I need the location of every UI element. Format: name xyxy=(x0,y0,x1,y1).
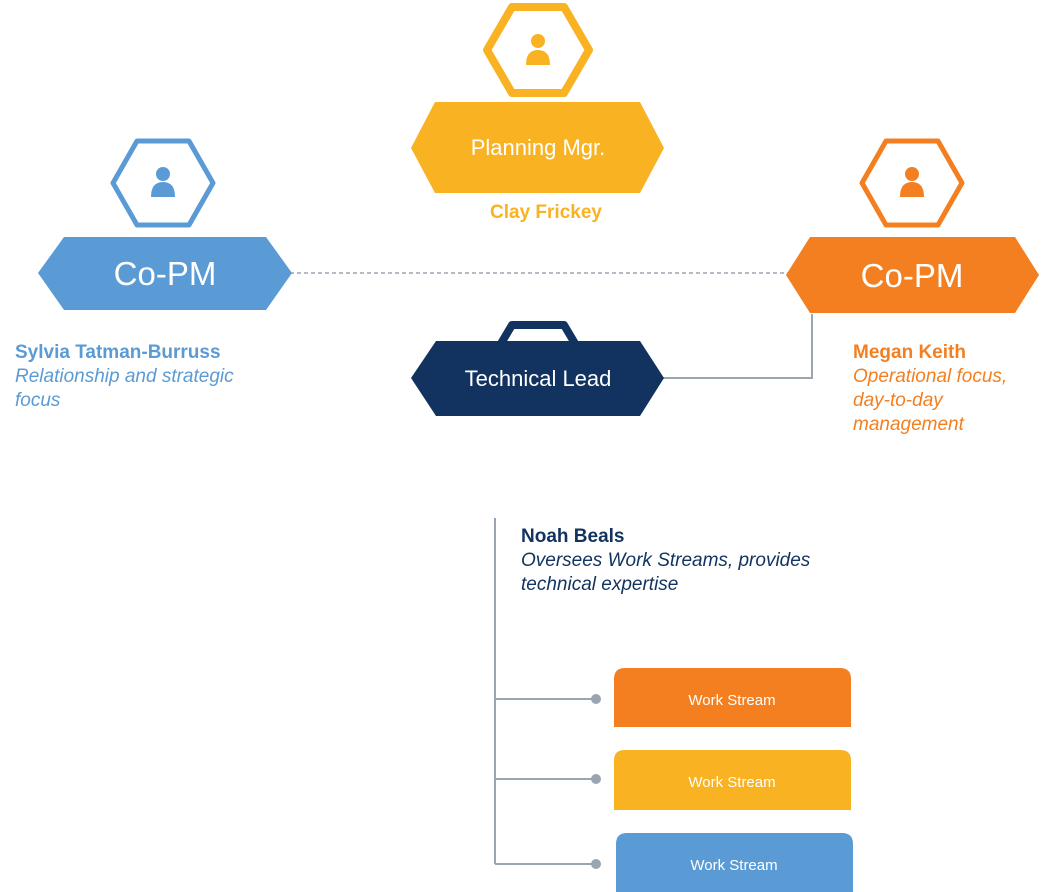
role-description-line: management xyxy=(853,414,964,435)
co-pm-right-node: Co-PM xyxy=(786,138,1039,313)
hexagon-outline xyxy=(110,138,216,228)
work-stream-box: Work Stream xyxy=(614,750,851,810)
role-description-line: Operational focus, xyxy=(853,366,1008,387)
role-description-line: Oversees Work Streams, provides xyxy=(521,550,811,571)
work-stream-label: Work Stream xyxy=(688,692,775,709)
work-stream-label: Work Stream xyxy=(690,857,777,874)
technical-lead-node: Technical Lead xyxy=(411,321,664,416)
connector-dot xyxy=(591,694,601,704)
role-banner xyxy=(786,237,1039,313)
work-stream-label: Work Stream xyxy=(688,774,775,791)
role-title: Co-PM xyxy=(114,255,217,292)
role-description-line: day-to-day xyxy=(853,390,943,411)
role-banner xyxy=(411,102,664,193)
role-description-line: focus xyxy=(15,390,61,411)
connector-dot xyxy=(591,859,601,869)
hexagon-outline xyxy=(859,138,965,228)
person-icon xyxy=(900,167,924,197)
person-name: Sylvia Tatman-Burruss xyxy=(15,342,221,363)
co-pm-left-info: Sylvia Tatman-Burruss Relationship and s… xyxy=(15,341,305,413)
role-banner xyxy=(411,341,664,416)
person-icon xyxy=(151,167,175,197)
co-pm-left-node: Co-PM xyxy=(38,138,292,310)
role-banner xyxy=(38,237,292,310)
person-name: Noah Beals xyxy=(521,526,625,547)
role-title: Technical Lead xyxy=(465,366,612,391)
tech-lead-info: Noah Beals Oversees Work Streams, provid… xyxy=(521,525,921,597)
person-icon xyxy=(526,34,550,65)
person-name: Clay Frickey xyxy=(490,202,602,223)
role-description-line: technical expertise xyxy=(521,574,679,595)
tech-lead-to-co-pm-connector xyxy=(660,314,813,379)
work-stream-box: Work Stream xyxy=(616,833,853,892)
role-title: Planning Mgr. xyxy=(471,135,606,160)
planning-mgr-node: Planning Mgr. Clay Frickey xyxy=(411,3,664,223)
hexagon-outline xyxy=(483,3,593,97)
work-stream-box: Work Stream xyxy=(614,668,851,727)
person-name: Megan Keith xyxy=(853,342,966,363)
role-description-line: Relationship and strategic xyxy=(15,366,234,387)
co-pm-right-info: Megan Keith Operational focus, day-to-da… xyxy=(853,341,1043,437)
role-title: Co-PM xyxy=(861,257,964,294)
connector-dot xyxy=(591,774,601,784)
